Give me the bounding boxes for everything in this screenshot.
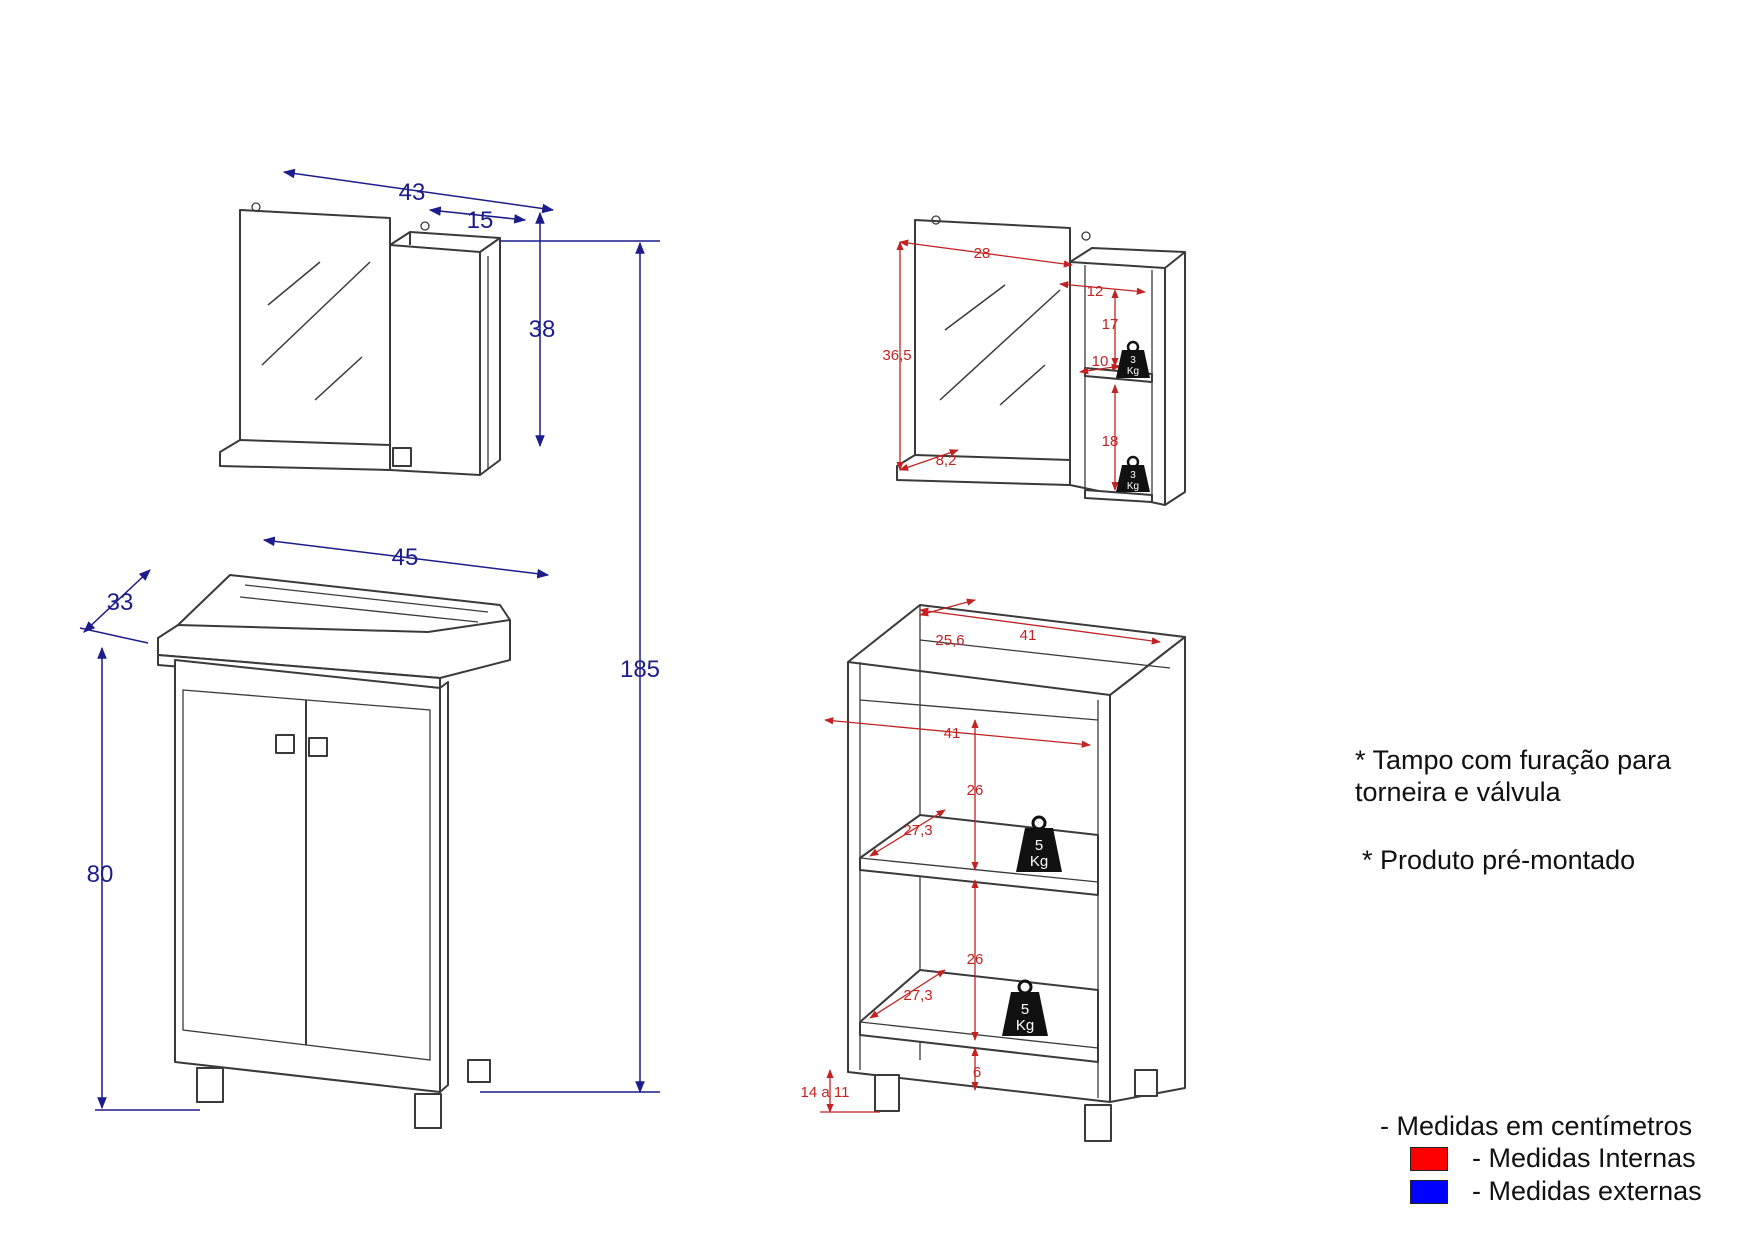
tampo-note-line2: torneira e válvula xyxy=(1355,777,1561,807)
legend-external: - Medidas externas xyxy=(1410,1176,1702,1207)
svg-text:3: 3 xyxy=(1130,355,1136,366)
legend-internal: - Medidas Internas xyxy=(1410,1143,1696,1174)
dim-mirror-width: 43 xyxy=(399,179,426,206)
dim-lower-shelf-depth: 27,3 xyxy=(903,987,932,1004)
dim-niche-width: 12 xyxy=(1087,283,1104,300)
legend-internal-label: - Medidas Internas xyxy=(1472,1143,1696,1173)
mirror-internal-dimensions xyxy=(896,239,1146,491)
external-dimensions xyxy=(79,168,660,1111)
mirror-internal-labels: 28 36,5 8,2 12 17 10 18 xyxy=(882,245,1118,469)
dim-top-depth: 25,6 xyxy=(935,632,964,649)
dim-plinth: 6 xyxy=(973,1064,981,1081)
left-door-knob-icon xyxy=(275,734,295,754)
hook-right-icon xyxy=(1081,231,1091,241)
foot-left-icon xyxy=(196,1067,224,1103)
mirror-knob-icon xyxy=(392,447,412,467)
dim-cabinet-width: 45 xyxy=(392,544,419,571)
svg-text:3: 3 xyxy=(1130,470,1136,481)
foot-front-right-icon xyxy=(1084,1104,1112,1142)
dim-niche-bottom-height: 18 xyxy=(1102,433,1119,450)
tampo-note-line1: * Tampo com furação para xyxy=(1355,745,1672,775)
svg-text:Kg: Kg xyxy=(1016,1017,1034,1034)
dim-top-width: 41 xyxy=(1020,627,1037,644)
legend-external-label: - Medidas externas xyxy=(1472,1176,1702,1206)
legend-title: - Medidas em centímetros xyxy=(1380,1111,1693,1141)
base-internal-labels: 25,6 41 41 26 27,3 26 27,3 6 14 a 11 xyxy=(801,627,1037,1101)
dim-niche-top-height: 17 xyxy=(1102,316,1119,333)
dim-mirror-inner-width: 28 xyxy=(974,245,991,262)
produto-note: * Produto pré-montado xyxy=(1362,845,1636,875)
svg-text:5: 5 xyxy=(1021,1001,1029,1018)
foot-back-icon xyxy=(467,1059,491,1083)
svg-text:5: 5 xyxy=(1035,837,1043,854)
mirror-hook-right-icon xyxy=(420,221,430,231)
legend-internal-swatch xyxy=(1410,1146,1448,1171)
dim-lower-space: 26 xyxy=(967,951,984,968)
tampo-note: * Tampo com furação para torneira e válv… xyxy=(1355,744,1671,808)
weight-3kg-lower-icon: 3 Kg xyxy=(1116,455,1150,492)
weight-5kg-upper-icon: 5 Kg xyxy=(1016,815,1062,872)
dim-niche-depth: 10 xyxy=(1092,353,1109,370)
dim-cabinet-depth: 33 xyxy=(107,589,134,616)
dim-feet: 14 a 11 xyxy=(801,1084,850,1101)
dim-upper-space: 26 xyxy=(967,782,984,799)
svg-text:Kg: Kg xyxy=(1127,366,1139,377)
mirror-hook-left-icon xyxy=(251,202,261,212)
right-door-knob-icon xyxy=(308,737,328,757)
base-cabinet-front-view xyxy=(157,574,511,1129)
external-dimension-labels: 43 15 38 45 33 80 185 xyxy=(87,179,660,888)
base-internal-dimensions xyxy=(820,598,1161,1113)
svg-text:Kg: Kg xyxy=(1030,853,1048,870)
svg-text:Kg: Kg xyxy=(1127,481,1139,492)
base-cabinet-internal-view xyxy=(847,604,1186,1142)
mirror-cabinet-front-view xyxy=(219,202,501,476)
dim-mirror-cabinet-width: 15 xyxy=(467,207,494,234)
mirror-glass-reflection-internal xyxy=(939,284,1061,406)
foot-right-icon xyxy=(414,1093,442,1129)
weight-3kg-upper-icon: 3 Kg xyxy=(1116,340,1150,378)
dim-mirror-inner-height: 36,5 xyxy=(882,347,911,364)
dim-shelf-depth: 8,2 xyxy=(936,452,957,469)
dim-inner-width: 41 xyxy=(944,725,961,742)
legend-external-swatch xyxy=(1410,1179,1448,1204)
dim-cabinet-height: 80 xyxy=(87,861,114,888)
dim-mirror-height: 38 xyxy=(529,316,556,343)
mirror-glass-reflection xyxy=(261,261,371,401)
hook-left-icon xyxy=(931,215,941,225)
foot-front-left-icon xyxy=(874,1074,900,1112)
dim-total-height: 185 xyxy=(620,656,660,683)
dim-upper-shelf-depth: 27,3 xyxy=(903,822,932,839)
foot-back-right-icon xyxy=(1134,1069,1158,1097)
weight-5kg-lower-icon: 5 Kg xyxy=(1002,979,1048,1036)
